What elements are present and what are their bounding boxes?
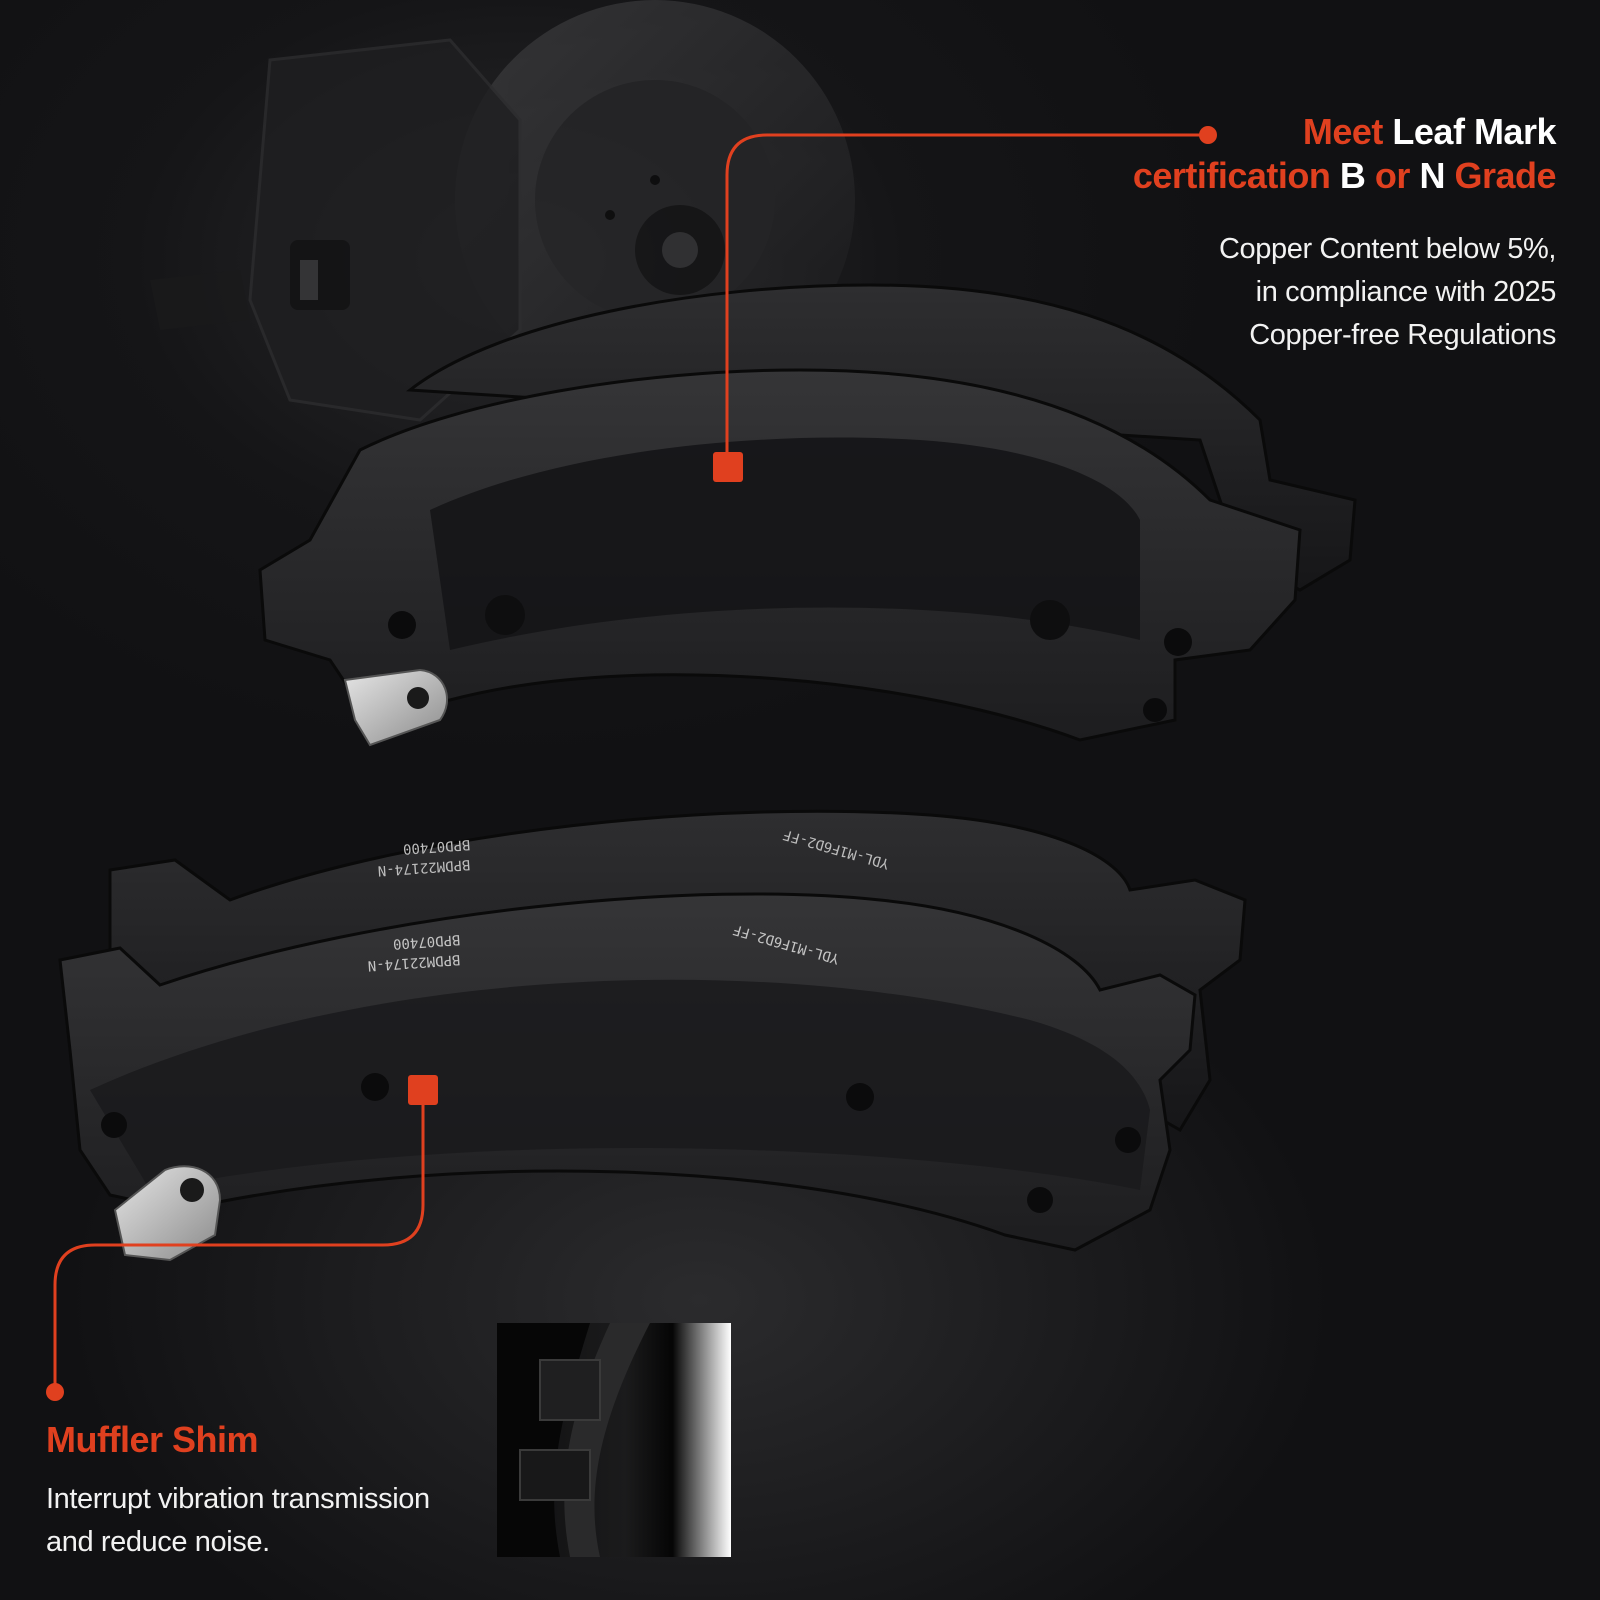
pad-front-marking-code: BPDM22174-N — [367, 951, 461, 973]
headline-word-n: N — [1419, 155, 1445, 196]
copper-content-description: Copper Content below 5%, in compliance w… — [1136, 228, 1556, 357]
headline-word-meet: Meet — [1302, 111, 1384, 152]
callout-dot-top — [1199, 126, 1217, 144]
headline-word-certification: certification — [1132, 155, 1331, 196]
headline-word-b: B — [1339, 155, 1366, 196]
brake-pad-upper-back — [405, 283, 1357, 592]
copper-description-line: Copper-free Regulations — [1249, 319, 1556, 351]
pad-back-marking-code: BPDM22174-N — [377, 856, 471, 878]
shim-detail-inset — [497, 1323, 731, 1557]
callout-marker-upper-pad — [713, 452, 743, 482]
copper-description-line: Copper Content below 5%, — [1219, 233, 1556, 265]
brake-caliper-background — [150, 38, 522, 422]
muffler-shim-title: Muffler Shim — [46, 1419, 259, 1460]
callout-marker-lower-pad — [408, 1075, 438, 1105]
shim-description-line: Interrupt vibration transmission — [46, 1483, 430, 1515]
pad-back-marking-part: BPD07400 — [402, 836, 470, 857]
headline-word-grade: Grade — [1454, 155, 1556, 196]
callout-dot-bottom — [46, 1383, 64, 1401]
pad-front-marking-part: BPD07400 — [392, 931, 460, 952]
leaf-mark-headline-line1: Meet Leaf Mark — [1133, 110, 1557, 154]
headline-word-leaf-mark: Leaf Mark — [1392, 111, 1556, 152]
headline-word-or: or — [1374, 155, 1411, 196]
copper-description-line: in compliance with 2025 — [1255, 276, 1557, 308]
leaf-mark-headline: Meet Leaf Mark certification B or N Grad… — [1132, 110, 1557, 198]
brake-pad-upper-front — [258, 368, 1302, 747]
leaf-mark-headline-line2: certification B or N Grade — [1132, 154, 1557, 198]
brake-rotor-background — [455, 0, 855, 400]
callout-connector-top — [713, 126, 1217, 482]
muffler-shim-description: Interrupt vibration transmission and red… — [46, 1478, 506, 1564]
brake-pad-lower-front: BPD07400 BPDM22174-N YDL-M1F6D2-FF — [58, 892, 1197, 1262]
callout-connector-bottom — [46, 1075, 438, 1401]
shim-description-line: and reduce noise. — [46, 1526, 270, 1558]
